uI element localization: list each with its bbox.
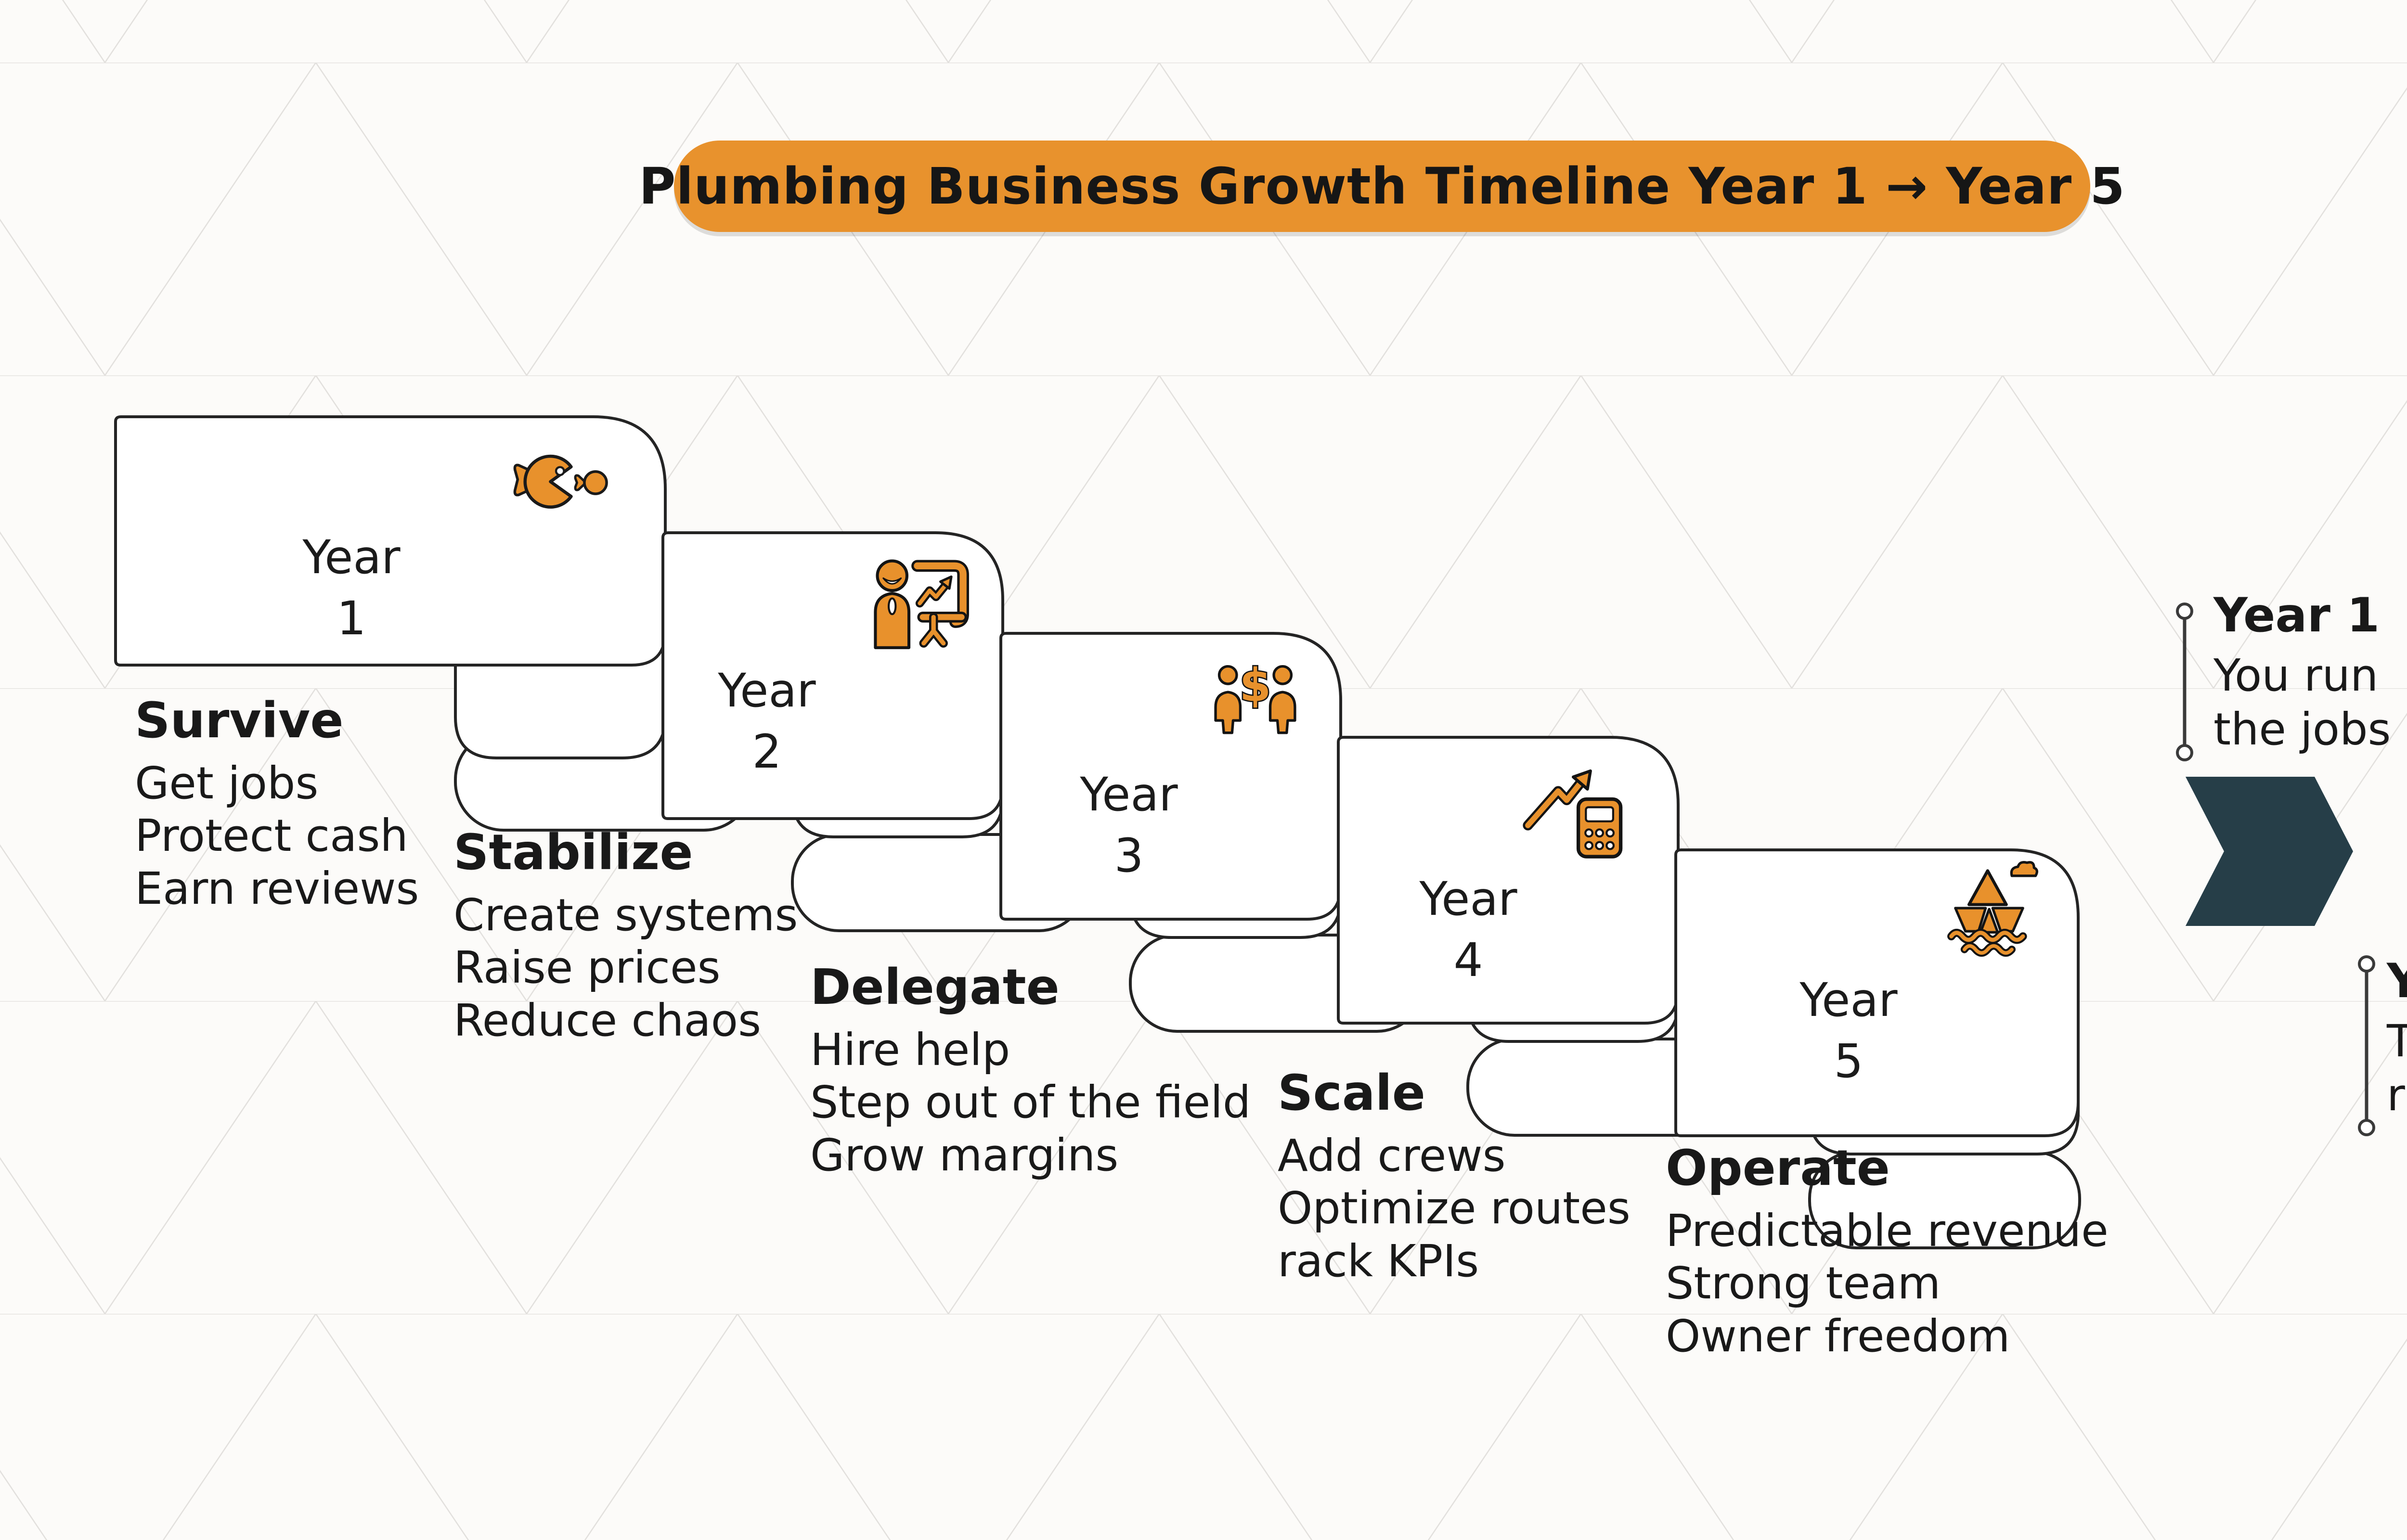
card-5-year-label: Year 5 — [1752, 970, 1945, 1091]
note-line: the jobs — [2213, 704, 2391, 756]
origami-sailboat-waves-icon — [1947, 861, 2038, 957]
year-number: 4 — [1453, 933, 1483, 987]
stage-item: Raise prices — [453, 942, 721, 994]
presenter-growth-board-icon — [874, 559, 969, 649]
card-1-year-label: Year 1 — [255, 527, 448, 649]
year-number: 5 — [1834, 1034, 1863, 1088]
card-face — [999, 632, 1342, 921]
end-note-bracket — [2358, 955, 2375, 1136]
stage-item: Reduce chaos — [453, 994, 762, 1046]
stage-heading: Operate — [1666, 1140, 1890, 1197]
year-word: Year — [718, 664, 816, 718]
stage-item: Optimize routes — [1278, 1182, 1631, 1234]
note-line: runs itself — [2387, 1069, 2407, 1121]
growth-arrow-calculator-icon — [1523, 769, 1623, 859]
stage-item: Add crews — [1278, 1130, 1506, 1181]
year-word: Year — [1419, 872, 1517, 926]
stage-note-stabilize: Stabilize Create systems Raise prices Re… — [453, 824, 798, 1047]
note-heading: Year 5 — [2387, 954, 2407, 1009]
year-number: 2 — [752, 724, 782, 779]
stage-note-scale: Scale Add crews Optimize routes rack KPI… — [1278, 1065, 1631, 1287]
year-word: Year — [1080, 768, 1178, 821]
big-fish-eating-small-fish-icon — [513, 454, 608, 509]
year-word: Year — [1799, 973, 1898, 1027]
stage-item: rack KPIs — [1278, 1235, 1479, 1287]
stage-item: Get jobs — [135, 757, 319, 809]
dollar-sign: $ — [1240, 659, 1271, 712]
stage-item: Step out of the field — [810, 1077, 1251, 1129]
note-line: The business — [2387, 1015, 2407, 1067]
two-people-dollar-icon: $ — [1214, 658, 1296, 734]
note-line: You run — [2213, 650, 2379, 701]
stage-note-survive: Survive Get jobs Protect cash Earn revie… — [135, 692, 419, 915]
page-title: Plumbing Business Growth Timeline Year 1… — [639, 141, 2125, 232]
stage-item: Hire help — [810, 1024, 1010, 1076]
end-note: Year 5 The business runs itself — [2387, 954, 2407, 1122]
stage-note-operate: Operate Predictable revenue Strong team … — [1666, 1140, 2109, 1362]
stage-item: Predictable revenue — [1666, 1205, 2109, 1257]
stage-item: Earn reviews — [135, 862, 419, 914]
stage-item: Create systems — [453, 889, 798, 941]
card-4-year-label: Year 4 — [1372, 869, 1565, 990]
stage-heading: Survive — [135, 692, 344, 749]
dark-chevron-icon — [2186, 777, 2353, 926]
progress-chevrons — [2186, 777, 2353, 926]
card-3-year-label: Year 3 — [1033, 764, 1225, 886]
stage-item: Owner freedom — [1666, 1310, 2010, 1362]
note-heading: Year 1 — [2213, 588, 2380, 643]
stage-item: Protect cash — [135, 810, 408, 862]
stage-heading: Scale — [1278, 1065, 1425, 1122]
year-number: 3 — [1114, 828, 1144, 883]
start-note: Year 1 You run the jobs — [2213, 588, 2391, 757]
card-2-year-label: Year 2 — [671, 660, 863, 782]
stage-item: Grow margins — [810, 1129, 1119, 1181]
stage-heading: Delegate — [810, 959, 1060, 1016]
stage-item: Strong team — [1666, 1258, 1941, 1309]
stage-heading: Stabilize — [453, 824, 693, 881]
stage-note-delegate: Delegate Hire help Step out of the field… — [810, 959, 1251, 1181]
start-note-bracket — [2176, 603, 2193, 761]
year-number: 1 — [336, 591, 366, 645]
year-word: Year — [302, 530, 401, 584]
